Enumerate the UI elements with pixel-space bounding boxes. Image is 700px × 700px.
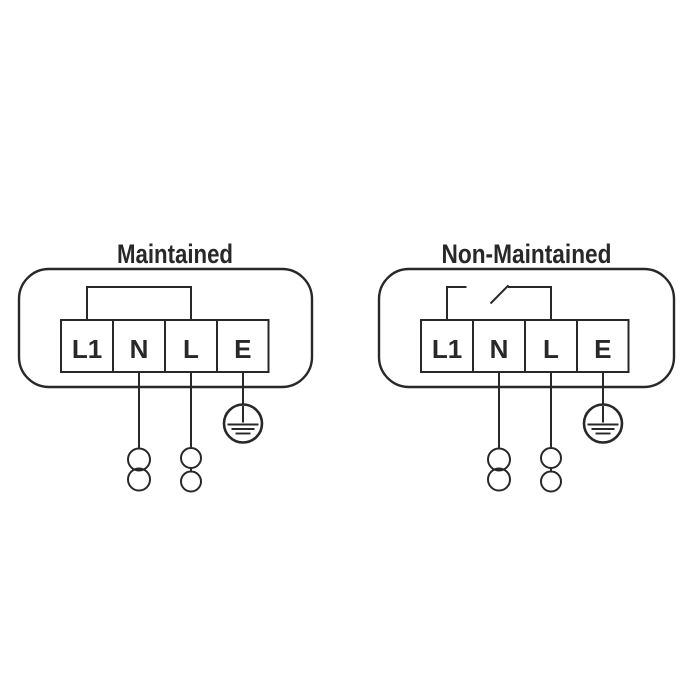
connector-circle [180,447,202,469]
switch-right-lead [508,286,552,321]
luminaire-body-outline [377,267,676,389]
terminal-label-n: N [490,334,509,364]
diagram-non-maintained: Non-Maintained L1 N L E [377,239,676,493]
connector-circle [540,447,562,469]
terminal-block: L1 N L E [420,319,630,373]
connector-pole-circle [487,467,511,492]
connector-circle [180,470,202,493]
switch-link-wire [446,284,552,321]
two-circle-connector-icon [180,447,202,493]
link-loop-wire [86,286,192,321]
terminal-label-e: E [234,334,251,364]
connector-pole-circle [487,447,511,472]
connector-circle [540,470,562,493]
terminal-label-l: L [183,334,199,364]
terminal-label-e: E [594,334,611,364]
terminal-label-l1: L1 [432,334,462,364]
earth-icon-circle [582,403,624,444]
terminal-block: L1 N L E [60,319,270,373]
luminaire-body-outline [17,267,314,389]
switch-blade [489,284,510,305]
terminal-label-n: N [130,334,149,364]
two-pole-connector-icon [127,447,151,492]
two-circle-connector-icon [540,447,562,493]
earth-icon-circle [222,403,264,444]
connector-pole-circle [127,467,151,492]
terminal-label-l: L [543,334,559,364]
diagram-maintained: Maintained L1 N L E [17,239,314,493]
connector-pole-circle [127,447,151,472]
terminal-label-l1: L1 [72,334,102,364]
earth-ground-icon [582,403,624,444]
switch-fixed-stub [446,286,467,321]
non-maintained-title: Non-Maintained [442,239,612,269]
earth-ground-icon [222,403,264,444]
maintained-title: Maintained [117,239,233,269]
two-pole-connector-icon [487,447,511,492]
